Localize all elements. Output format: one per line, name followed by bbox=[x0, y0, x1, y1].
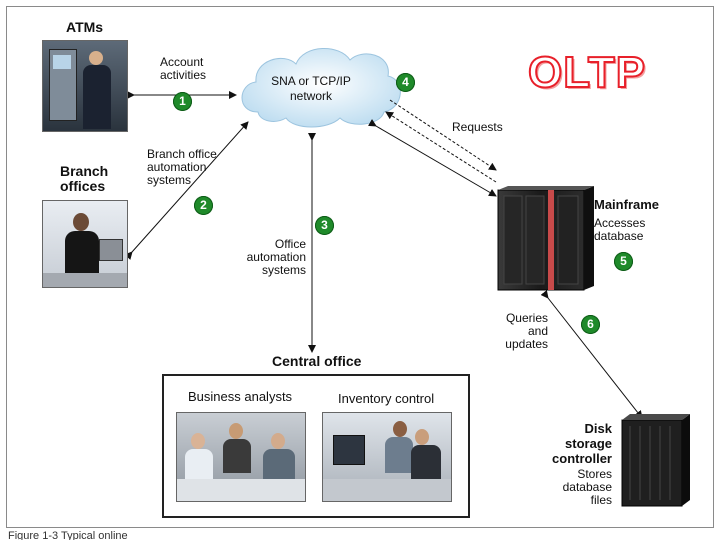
step-2-badge: 2 bbox=[194, 196, 213, 215]
oltp-logo: OLTP bbox=[527, 47, 647, 98]
disk-storage-icon bbox=[621, 414, 690, 507]
business-analysts-label: Business analysts bbox=[188, 389, 293, 404]
business-analysts-photo bbox=[176, 412, 306, 502]
atms-title: ATMs bbox=[66, 19, 104, 35]
mainframe-title: Mainframe bbox=[594, 197, 660, 212]
central-office-box: Business analysts Inventory control bbox=[162, 374, 470, 518]
requests-label: Requests bbox=[452, 120, 503, 134]
branch-link-label: Branch office automation systems bbox=[147, 147, 217, 187]
atm-link-label: Account activities bbox=[160, 55, 207, 82]
mainframe-icon bbox=[497, 186, 594, 291]
queries-label: Queries and updates bbox=[505, 311, 548, 351]
branch-title: Branch offices bbox=[60, 163, 109, 194]
step-1-badge: 1 bbox=[173, 92, 192, 111]
mainframe-subtitle: Accesses database bbox=[594, 216, 646, 243]
step-3-badge: 3 bbox=[315, 216, 334, 235]
branch-network-link bbox=[124, 121, 249, 260]
request-link-3 bbox=[367, 119, 497, 197]
step-6-badge: 6 bbox=[581, 315, 600, 334]
network-cloud bbox=[241, 47, 401, 128]
atm-photo bbox=[42, 40, 128, 132]
central-office-title: Central office bbox=[272, 353, 362, 369]
mainframe-disk-link bbox=[540, 290, 643, 419]
inventory-control-label: Inventory control bbox=[338, 391, 435, 406]
inventory-control-photo bbox=[322, 412, 452, 502]
office-link-label: Office automation systems bbox=[246, 237, 306, 277]
step-5-badge: 5 bbox=[614, 252, 633, 271]
disk-subtitle: Stores database files bbox=[562, 467, 612, 507]
network-label: SNA or TCP/IP network bbox=[271, 74, 351, 103]
step-4-badge: 4 bbox=[396, 73, 415, 92]
branch-photo bbox=[42, 200, 128, 288]
disk-title: Disk storage controller bbox=[552, 421, 612, 466]
request-link-1 bbox=[389, 99, 497, 171]
figure-caption-fragment: Figure 1-3 Typical online bbox=[8, 530, 128, 540]
